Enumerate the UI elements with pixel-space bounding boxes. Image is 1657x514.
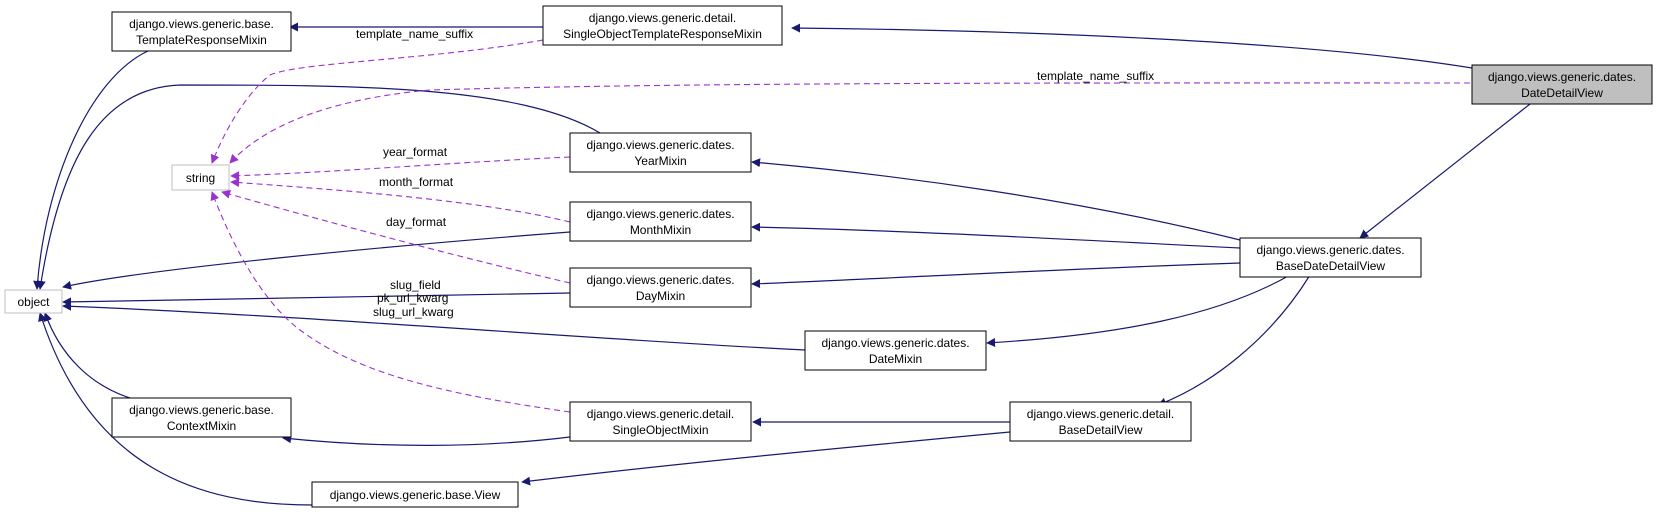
node-single-object-template-response-mixin[interactable]: django.views.generic.detail. SingleObjec…: [542, 5, 783, 46]
edge-datedetailview-to-stormixin: [791, 23, 1473, 69]
node-template-response-mixin[interactable]: django.views.generic.base. TemplateRespo…: [111, 11, 292, 52]
node-date-mixin[interactable]: django.views.generic.dates. DateMixin: [804, 330, 987, 371]
edge-labels: template_name_suffix template_name_suffi…: [356, 27, 1154, 319]
node-view[interactable]: django.views.generic.base.View: [311, 481, 519, 508]
edge-datemixin-to-object: [62, 301, 806, 351]
edge-templateresponsemixin-to-object: [33, 50, 149, 290]
svg-text:django.views.generic.base.View: django.views.generic.base.View: [330, 488, 501, 502]
edge-basedatedetailview-to-datemixin: [986, 274, 1291, 348]
label-template-name-suffix-2: template_name_suffix: [1037, 69, 1154, 83]
node-object[interactable]: object: [4, 289, 63, 314]
node-day-mixin[interactable]: django.views.generic.dates. DayMixin: [569, 267, 752, 308]
svg-text:django.views.generic.dates.: django.views.generic.dates.: [586, 273, 734, 287]
label-slug-field: slug_field: [390, 278, 441, 292]
svg-text:django.views.generic.base.: django.views.generic.base.: [129, 403, 274, 417]
svg-text:django.views.generic.dates.: django.views.generic.dates.: [1256, 243, 1404, 257]
svg-text:object: object: [17, 295, 50, 309]
svg-text:BaseDetailView: BaseDetailView: [1059, 423, 1143, 437]
edge-singleobjectmixin-to-string: [210, 191, 571, 413]
edge-monthmixin-to-object: [62, 231, 571, 290]
edge-basedatedetailview-to-basedetailview: [1157, 274, 1311, 407]
svg-text:django.views.generic.base.: django.views.generic.base.: [129, 17, 274, 31]
svg-text:DateDetailView: DateDetailView: [1521, 86, 1603, 100]
node-base-detail-view[interactable]: django.views.generic.detail. BaseDetailV…: [1009, 401, 1192, 442]
label-slug-url-kwarg: slug_url_kwarg: [373, 305, 454, 319]
label-year-format: year_format: [383, 145, 448, 159]
svg-text:django.views.generic.dates.: django.views.generic.dates.: [586, 207, 734, 221]
node-month-mixin[interactable]: django.views.generic.dates. MonthMixin: [569, 201, 752, 242]
svg-text:TemplateResponseMixin: TemplateResponseMixin: [136, 33, 267, 47]
label-month-format: month_format: [379, 175, 454, 189]
svg-text:django.views.generic.dates.: django.views.generic.dates.: [821, 336, 969, 350]
label-pk-url-kwarg: pk_url_kwarg: [377, 291, 448, 305]
svg-text:ContextMixin: ContextMixin: [167, 419, 236, 433]
edge-contextmixin-to-object: [43, 312, 131, 399]
node-year-mixin[interactable]: django.views.generic.dates. YearMixin: [569, 132, 752, 173]
edge-stormixin-to-string: [210, 39, 544, 164]
inheritance-edges: [33, 22, 1531, 506]
svg-text:SingleObjectMixin: SingleObjectMixin: [612, 423, 708, 437]
edge-basedatedetailview-to-daymixin: [751, 262, 1241, 289]
edge-datedetailview-to-basedatedetailview: [1359, 103, 1531, 239]
edge-basedetailview-to-view: [521, 431, 1011, 486]
svg-text:django.views.generic.dates.: django.views.generic.dates.: [1488, 70, 1636, 84]
node-string[interactable]: string: [171, 164, 230, 191]
svg-text:django.views.generic.detail.: django.views.generic.detail.: [1027, 407, 1174, 421]
edge-datedetailview-to-string: [229, 82, 1471, 164]
edge-daymixin-to-object: [62, 292, 571, 307]
svg-text:MonthMixin: MonthMixin: [630, 223, 691, 237]
edge-yearmixin-to-object: [36, 84, 601, 290]
label-template-name-suffix-1: template_name_suffix: [356, 27, 473, 41]
svg-text:DayMixin: DayMixin: [636, 289, 685, 303]
node-single-object-mixin[interactable]: django.views.generic.detail. SingleObjec…: [569, 401, 752, 442]
node-context-mixin[interactable]: django.views.generic.base. ContextMixin: [111, 397, 292, 438]
svg-text:YearMixin: YearMixin: [634, 154, 686, 168]
label-day-format: day_format: [386, 215, 447, 229]
edge-daymixin-to-string: [221, 189, 571, 284]
svg-text:string: string: [186, 171, 215, 185]
svg-text:django.views.generic.detail.: django.views.generic.detail.: [587, 407, 734, 421]
node-date-detail-view[interactable]: django.views.generic.dates. DateDetailVi…: [1471, 64, 1653, 105]
edge-basedatedetailview-to-monthmixin: [751, 222, 1241, 249]
edge-view-to-object: [38, 312, 313, 506]
usage-edges: [210, 39, 1471, 413]
edge-monthmixin-to-string: [230, 178, 571, 223]
svg-text:django.views.generic.detail.: django.views.generic.detail.: [589, 11, 736, 25]
edge-singleobjectmixin-to-contextmixin: [282, 434, 571, 446]
svg-text:BaseDateDetailView: BaseDateDetailView: [1276, 259, 1386, 273]
node-base-date-detail-view[interactable]: django.views.generic.dates. BaseDateDeta…: [1239, 237, 1422, 278]
edge-yearmixin-to-string: [230, 156, 571, 181]
svg-text:SingleObjectTemplateResponseMi: SingleObjectTemplateResponseMixin: [563, 27, 762, 41]
edge-basedatedetailview-to-yearmixin: [751, 158, 1241, 241]
svg-text:DateMixin: DateMixin: [869, 352, 922, 366]
svg-text:django.views.generic.dates.: django.views.generic.dates.: [586, 138, 734, 152]
